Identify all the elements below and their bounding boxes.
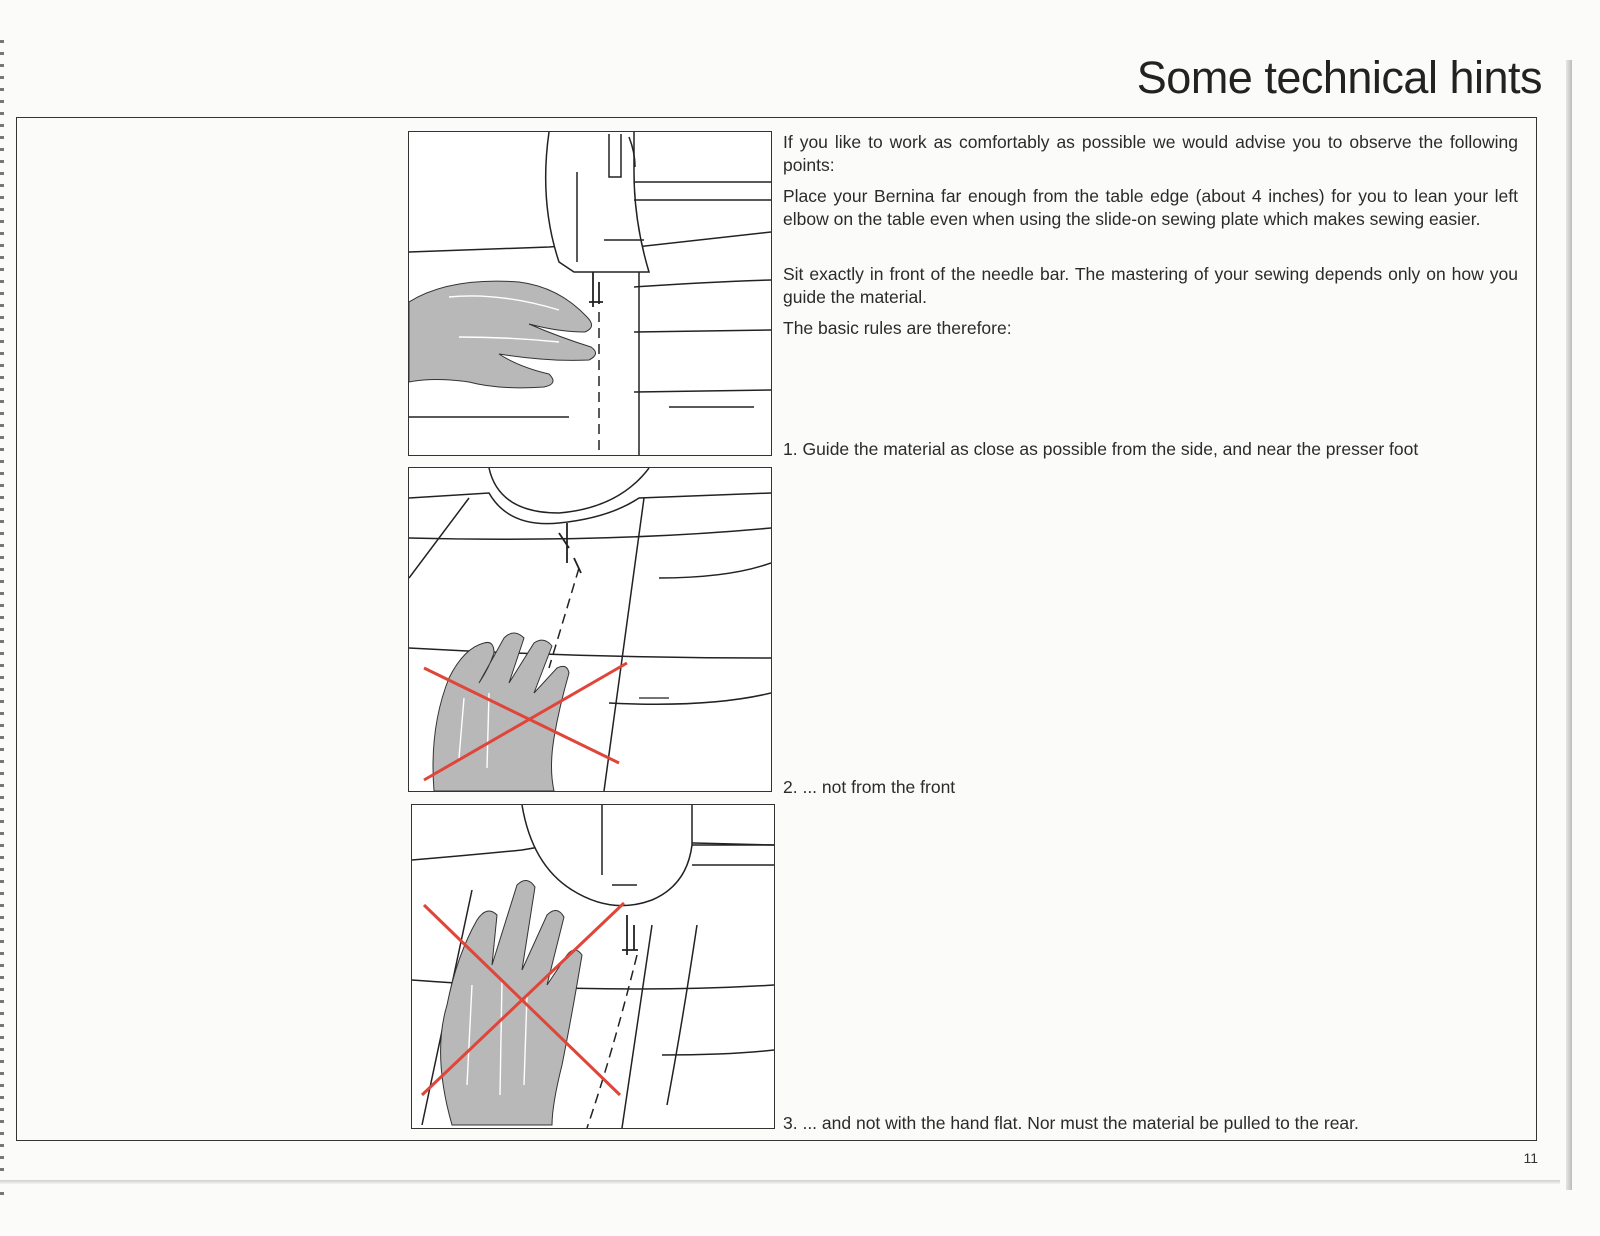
side-guiding-drawing bbox=[409, 132, 771, 455]
rule-caption-1: 1. Guide the material as close as possib… bbox=[783, 439, 1419, 459]
rule-caption-3: 3. ... and not with the hand flat. Nor m… bbox=[783, 1113, 1359, 1133]
illustration-flat-hand-crossed bbox=[411, 804, 775, 1129]
content-frame bbox=[16, 117, 1537, 1141]
page-number: 11 bbox=[1523, 1150, 1538, 1166]
spiral-binding bbox=[0, 40, 4, 1200]
illustration-side-guiding bbox=[408, 131, 772, 456]
intro-paragraph-1: If you like to work as comfortably as po… bbox=[783, 132, 1518, 175]
rule-caption-2: 2. ... not from the front bbox=[783, 777, 956, 797]
intro-paragraph-4: The basic rules are therefore: bbox=[783, 318, 1012, 338]
intro-paragraph-3: Sit exactly in front of the needle bar. … bbox=[783, 264, 1518, 307]
page-title: Some technical hints bbox=[1136, 52, 1543, 103]
flat-hand-drawing bbox=[412, 805, 774, 1128]
page-bottom-edge bbox=[0, 1180, 1560, 1184]
page-edge bbox=[1566, 60, 1572, 1190]
intro-paragraph-2: Place your Bernina far enough from the t… bbox=[783, 186, 1518, 229]
front-guiding-drawing bbox=[409, 468, 771, 791]
illustration-front-guiding-crossed bbox=[408, 467, 772, 792]
